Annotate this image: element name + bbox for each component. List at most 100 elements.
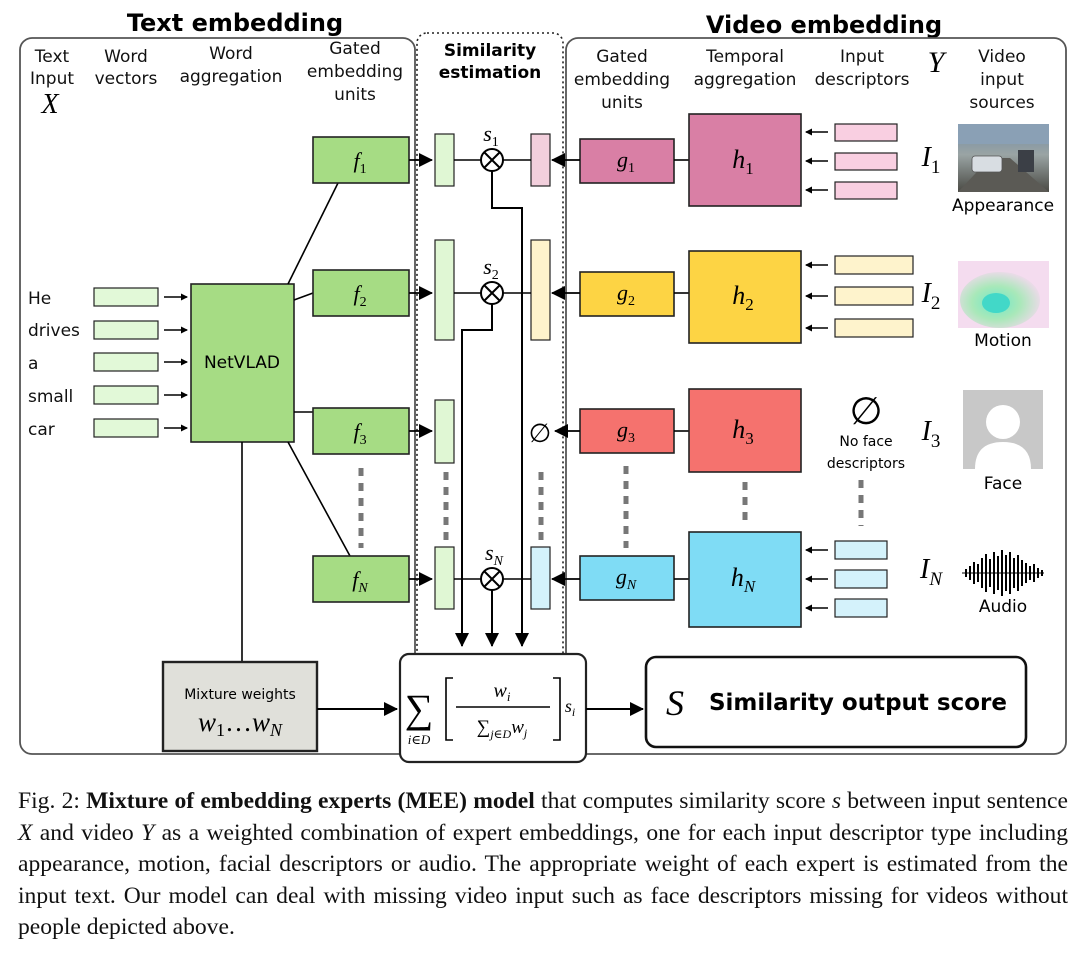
video-sim-bar-1 <box>530 133 551 187</box>
h3-label: h3 <box>732 415 754 448</box>
desc-appearance-2 <box>834 152 898 171</box>
h2-label: h2 <box>732 281 754 314</box>
header-sources-1: Video <box>978 47 1026 67</box>
g1-box <box>579 138 675 184</box>
video-embedding-panel <box>565 37 1067 755</box>
text-sim-bar-2 <box>434 239 455 341</box>
desc-motion-1 <box>834 255 914 275</box>
output-symbol: S <box>666 683 684 723</box>
g1-label: g1 <box>617 147 635 176</box>
header-sources-2: input <box>980 70 1024 90</box>
no-face-label-2: descriptors <box>827 456 905 472</box>
word-vector-4 <box>93 385 159 405</box>
desc-audio-2 <box>834 569 888 589</box>
mixture-weights-formula: w1…wN <box>198 707 283 740</box>
caption-prefix: Fig. 2: <box>18 788 87 814</box>
output-label: Similarity output score <box>709 690 1007 716</box>
audio-label: Audio <box>979 597 1027 617</box>
video-variable: Y <box>928 46 948 79</box>
f-box-group <box>312 136 410 603</box>
video-sim-bar-2 <box>530 239 551 341</box>
header-temporal-1: Temporal <box>705 47 784 67</box>
fN-label: fN <box>352 567 368 596</box>
line-netvlad-f1 <box>287 182 339 285</box>
text-sim-bar-3 <box>434 399 455 464</box>
combination-s: si <box>565 696 575 719</box>
text-embedding-title: Text embedding <box>127 9 343 37</box>
line-netvlad-fN <box>287 441 351 557</box>
word-a: a <box>28 354 38 374</box>
fN-box <box>312 555 410 603</box>
h1-label: h1 <box>732 145 754 178</box>
combination-numerator: wi <box>494 680 511 704</box>
header-gated-video-3: units <box>601 93 643 113</box>
header-word-vectors-1: Word <box>104 47 148 67</box>
header-descriptors-2: descriptors <box>815 70 910 90</box>
caption-text-1: that computes similarity score <box>534 788 832 814</box>
netvlad-box <box>190 283 295 443</box>
f1-label: f1 <box>353 148 366 177</box>
figure-caption: Fig. 2: Mixture of embedding experts (ME… <box>18 786 1068 944</box>
combination-sum: ∑ <box>405 686 434 731</box>
no-face-label-1: No face <box>839 434 892 450</box>
word-vector-3 <box>93 352 159 372</box>
mixture-weights-box <box>161 660 319 753</box>
caption-var-s: s <box>831 788 842 814</box>
h2-box <box>688 250 802 344</box>
multiply-cross-1 <box>483 151 501 169</box>
I3-label: I3 <box>921 416 941 452</box>
word-vector-2 <box>93 320 159 340</box>
similarity-estimation-panel <box>416 32 564 666</box>
netvlad-label: NetVLAD <box>204 353 280 373</box>
route-s1 <box>491 171 529 647</box>
caption-text-3: and video <box>32 819 142 846</box>
header-gated-text-3: units <box>334 85 376 105</box>
h3-box <box>688 388 802 473</box>
combination-left-bracket <box>445 677 453 741</box>
missing-similarity-symbol: ∅ <box>529 419 552 448</box>
text-input-variable: X <box>40 89 59 120</box>
similarity-title-line2: estimation <box>439 63 542 83</box>
caption-text-2: between input sentence <box>841 788 1068 814</box>
multiply-cross-N <box>483 570 501 588</box>
sN-label: sN <box>485 540 504 569</box>
video-embedding-title: Video embedding <box>706 11 942 39</box>
desc-audio-3 <box>834 598 888 618</box>
caption-text-4: as a weighted combination of expert embe… <box>18 819 1068 941</box>
appearance-thumbnail <box>958 124 1049 192</box>
header-word-aggregation-2: aggregation <box>180 67 283 87</box>
I2-label: I2 <box>921 278 941 314</box>
video-sim-bar-N <box>530 546 551 610</box>
route-s2 <box>455 304 493 647</box>
motion-label: Motion <box>974 331 1032 351</box>
g2-box <box>579 271 675 317</box>
multiply-cross-2 <box>483 284 501 302</box>
output-box <box>644 655 1028 749</box>
header-temporal-2: aggregation <box>694 70 797 90</box>
IN-label: IN <box>919 554 943 590</box>
caption-bold: Mixture of embedding experts (MEE) model <box>86 788 535 814</box>
header-text-input-1: Text <box>34 47 70 67</box>
word-drives: drives <box>28 321 80 341</box>
header-gated-text-1: Gated <box>329 39 381 59</box>
header-gated-video-2: embedding <box>574 70 670 90</box>
f3-label: f3 <box>353 419 366 448</box>
hN-label: hN <box>731 563 757 596</box>
I1-label: I1 <box>921 142 941 178</box>
header-text-input-2: Input <box>30 69 74 89</box>
combination-denominator: ∑j∈Dwj <box>477 717 528 741</box>
header-gated-text-2: embedding <box>307 62 403 82</box>
desc-motion-3 <box>834 318 914 338</box>
desc-motion-2 <box>834 286 914 306</box>
text-embedding-panel <box>19 37 416 755</box>
combination-sum-index: i∈D <box>408 732 431 747</box>
line-netvlad-f2 <box>293 292 314 301</box>
gN-box <box>579 555 675 601</box>
desc-appearance-1 <box>834 123 898 142</box>
hN-box <box>688 531 802 628</box>
h1-box <box>688 113 802 207</box>
motion-thumbnail <box>958 261 1049 328</box>
word-vector-5 <box>93 418 159 438</box>
gN-label: gN <box>616 564 637 593</box>
